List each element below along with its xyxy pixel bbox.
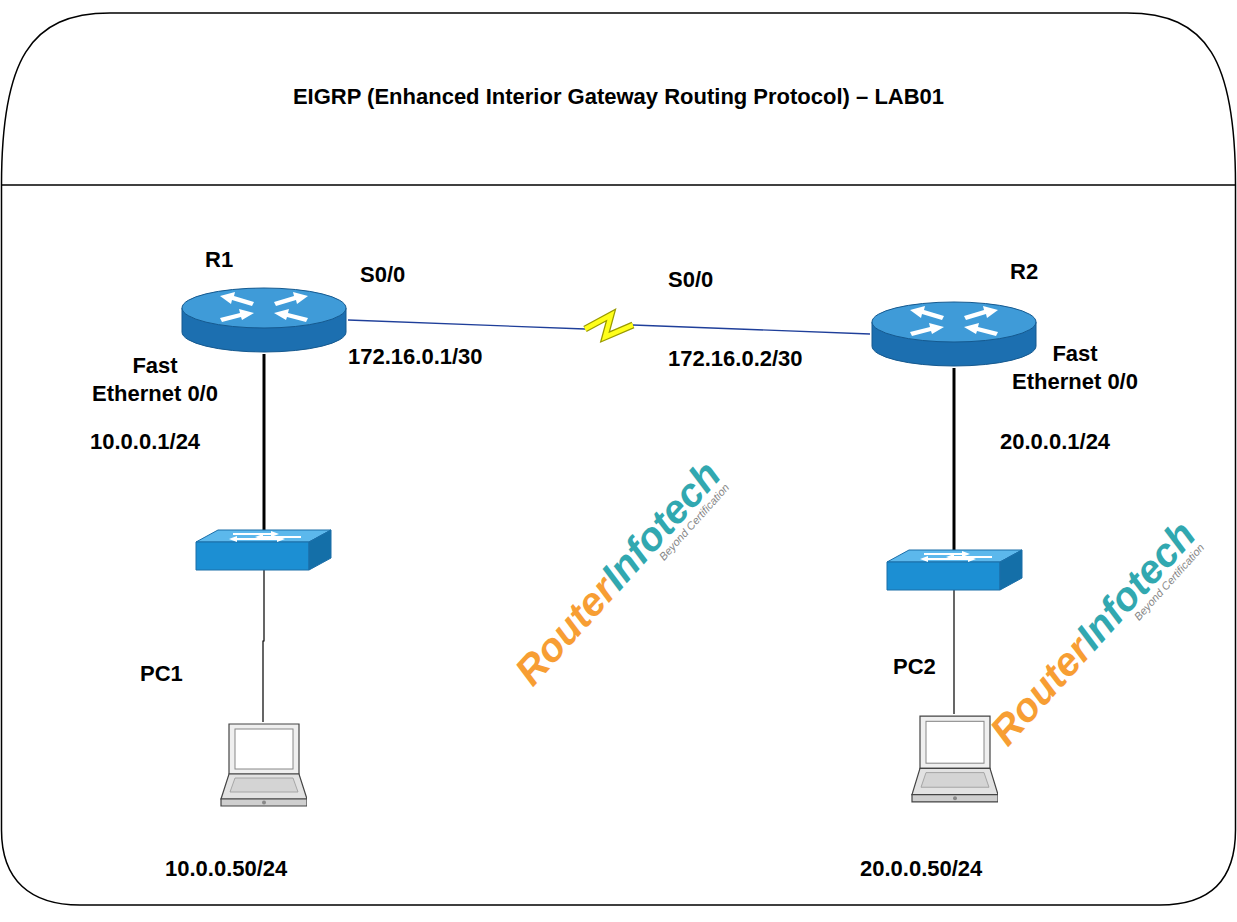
device-name: PC1 bbox=[140, 660, 183, 688]
serial-line bbox=[633, 325, 870, 334]
serial-line bbox=[348, 320, 585, 329]
interface-name: Fast Ethernet 0/0 bbox=[1005, 340, 1145, 395]
ip-address: 20.0.0.50/24 bbox=[860, 855, 982, 883]
ethernet-line bbox=[263, 560, 264, 722]
router-icon bbox=[870, 300, 1038, 368]
ethernet-line bbox=[953, 368, 956, 580]
link-line bbox=[954, 368, 955, 714]
interface-name: S0/0 bbox=[668, 266, 713, 294]
link-line bbox=[348, 315, 870, 337]
ip-address: 10.0.0.50/24 bbox=[165, 855, 287, 883]
ip-address: 172.16.0.2/30 bbox=[668, 345, 803, 373]
router-icon bbox=[180, 286, 348, 354]
switch-icon bbox=[196, 530, 331, 570]
router-node: R1 bbox=[180, 286, 348, 354]
device-name: R2 bbox=[1010, 258, 1038, 286]
device-name: PC2 bbox=[893, 653, 936, 681]
serial-bolt-outline bbox=[585, 315, 633, 337]
pc-node: PC110.0.0.50/24 bbox=[219, 722, 307, 808]
ethernet-line bbox=[263, 354, 266, 560]
device-name: R1 bbox=[205, 246, 233, 274]
ip-address: 20.0.0.1/24 bbox=[1000, 428, 1110, 456]
serial-bolt bbox=[585, 315, 633, 337]
interface-name: S0/0 bbox=[360, 261, 405, 289]
router-node: R2 bbox=[870, 300, 1038, 368]
ip-address: 172.16.0.1/30 bbox=[348, 343, 483, 371]
interface-name: Fast Ethernet 0/0 bbox=[85, 352, 225, 407]
switch-icon bbox=[887, 550, 1022, 590]
ip-address: 10.0.0.1/24 bbox=[90, 428, 200, 456]
ethernet-line bbox=[953, 580, 954, 714]
laptop-icon bbox=[219, 722, 307, 808]
diagram-title: EIGRP (Enhanced Interior Gateway Routing… bbox=[0, 84, 1237, 110]
